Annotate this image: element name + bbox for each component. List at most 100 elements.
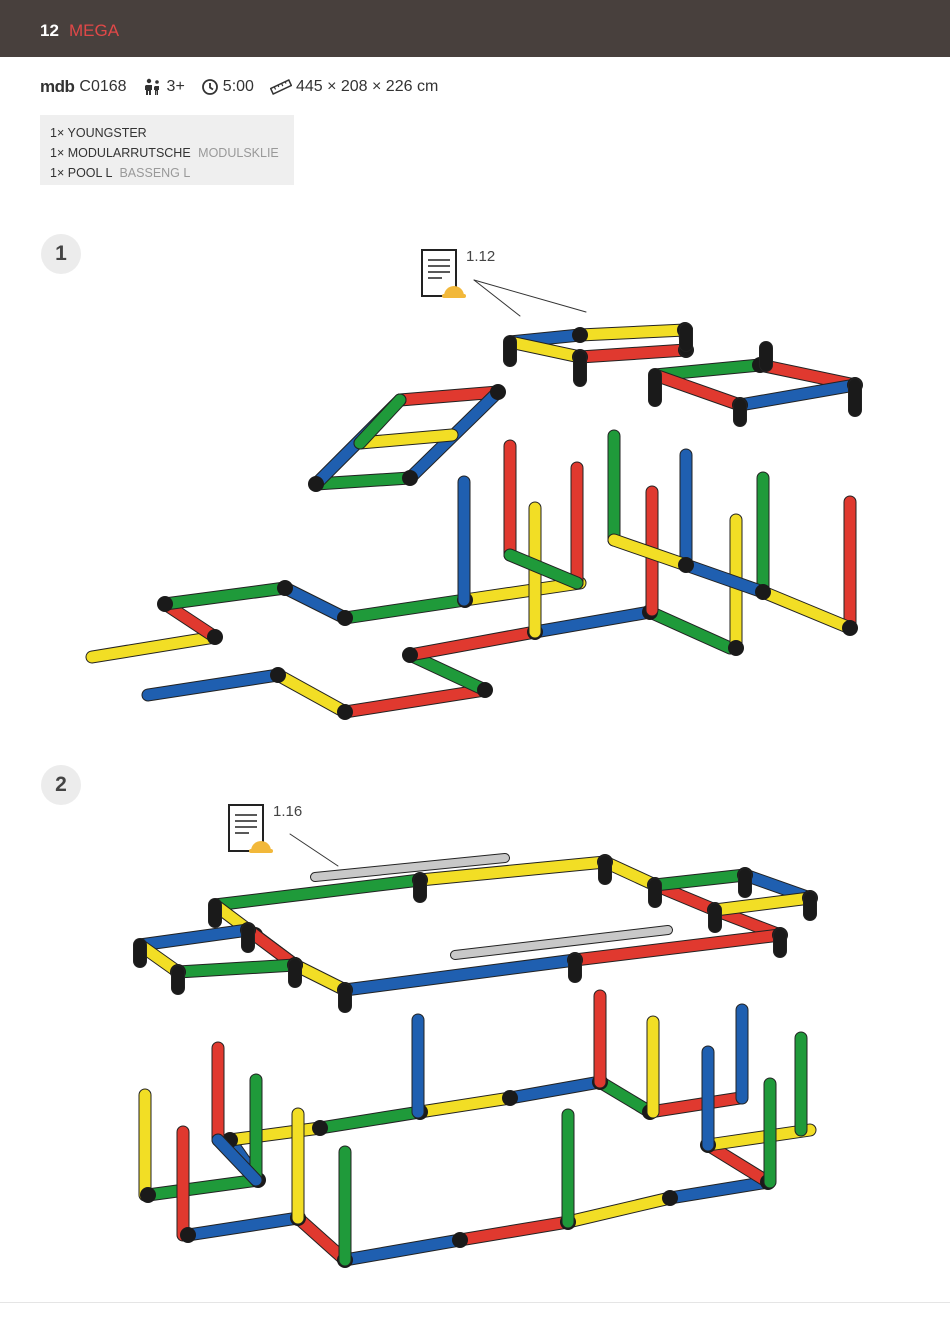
pipe-outline: [291, 1211, 352, 1267]
parts-list-item: 1× POOL L BASSENG L: [50, 166, 191, 180]
pipe: [209, 874, 426, 911]
pipe-outline: [648, 878, 722, 917]
connector: [647, 877, 663, 893]
pipe: [734, 379, 861, 411]
pipe-outline: [701, 1138, 775, 1189]
pipe-outline: [568, 928, 787, 967]
pipe: [702, 1139, 774, 1188]
connector: [662, 1190, 678, 1206]
step-2-illustration: [133, 853, 818, 1268]
pipe-outline: [338, 953, 582, 997]
parts-list-item: 1× YOUNGSTER: [50, 126, 147, 140]
pipe-outline: [85, 630, 222, 664]
pipe: [134, 924, 254, 951]
connector: [180, 1227, 196, 1243]
connector: [802, 890, 818, 906]
pipe: [339, 1234, 466, 1266]
pipe-outline: [223, 1121, 327, 1147]
reference-number: 1.16: [273, 803, 303, 820]
step-1-reference: 1.12: [420, 248, 495, 305]
pipe: [757, 586, 856, 634]
pipe-outline: [413, 855, 612, 887]
pipe-outline: [573, 343, 693, 364]
pipe-outline: [708, 891, 817, 917]
pipe: [709, 892, 816, 916]
pipe-outline: [679, 558, 770, 599]
pipe: [134, 939, 184, 978]
pipe: [529, 606, 656, 638]
pipe: [339, 954, 581, 996]
pipe: [212, 1134, 262, 1186]
pipe: [249, 929, 301, 971]
spec-row: mdb C0168 3+ 5:00 445 × 208 × 226 cm: [40, 76, 454, 98]
connector: [560, 1214, 576, 1230]
connector: [572, 349, 588, 365]
pipe: [599, 856, 661, 891]
pipe-outline: [313, 1105, 427, 1135]
step-2-reference: 1.16: [227, 803, 302, 860]
connector: [287, 957, 303, 973]
pipe-outline: [503, 1075, 607, 1105]
pipe-outline: [663, 1175, 775, 1205]
connector: [290, 1210, 306, 1226]
pipe: [292, 1212, 351, 1266]
pipe: [339, 594, 471, 624]
connector: [700, 1137, 716, 1153]
pipe: [574, 324, 691, 341]
pipe: [182, 1212, 304, 1241]
connector: [308, 476, 324, 492]
model-number: C0168: [79, 78, 127, 95]
pipe: [649, 359, 766, 381]
pipe: [562, 1192, 676, 1228]
pipe-outline: [643, 605, 737, 655]
page-number: 12: [40, 21, 59, 40]
dimensions: 445 × 208 × 226 cm: [295, 78, 439, 95]
brand-logo: mdb: [40, 77, 75, 96]
pipe-outline: [158, 581, 292, 611]
pipe: [594, 1076, 656, 1118]
pipe-outline: [643, 1091, 747, 1119]
ruler-icon: [269, 79, 292, 95]
step-1-badge: 1: [41, 234, 81, 274]
pipe: [754, 359, 861, 391]
pipe: [504, 549, 583, 589]
pipe-outline: [503, 548, 584, 590]
pipe: [339, 684, 491, 718]
pipe-outline: [450, 925, 673, 960]
parts-list-item: 1× MODULARRUTSCHE MODULSKLIE: [50, 146, 279, 160]
connector: [678, 342, 694, 358]
pipe: [224, 1134, 264, 1186]
pipe-outline: [141, 668, 285, 702]
connector: [412, 872, 428, 888]
connector: [412, 1104, 428, 1120]
clock-icon: [201, 79, 218, 95]
build-time: 5:00: [222, 78, 254, 95]
children-icon: [144, 78, 159, 95]
pipe: [679, 324, 692, 356]
pipe: [680, 559, 769, 598]
pipe: [404, 386, 504, 484]
pipe-outline: [413, 1091, 517, 1119]
connector: [250, 1172, 266, 1188]
reference-pointer-lines: [289, 279, 587, 867]
pipe-outline: [181, 1211, 305, 1242]
connector: [502, 1090, 518, 1106]
pipe-outline: [678, 323, 693, 357]
connector: [732, 397, 748, 413]
pipe: [702, 1124, 816, 1151]
pipe-outline: [648, 368, 747, 412]
connector: [677, 322, 693, 338]
pipe-outline: [708, 903, 787, 942]
connector: [402, 470, 418, 486]
pipe-outline: [208, 873, 427, 912]
connector: [642, 604, 658, 620]
pipe: [649, 369, 746, 411]
connector: [752, 357, 768, 373]
step-1-illustration: [85, 322, 863, 720]
pipe-outline: [753, 358, 862, 392]
pipe-outline: [598, 855, 662, 892]
pipe: [459, 577, 586, 606]
pipe: [310, 472, 416, 490]
pipe: [709, 904, 786, 941]
